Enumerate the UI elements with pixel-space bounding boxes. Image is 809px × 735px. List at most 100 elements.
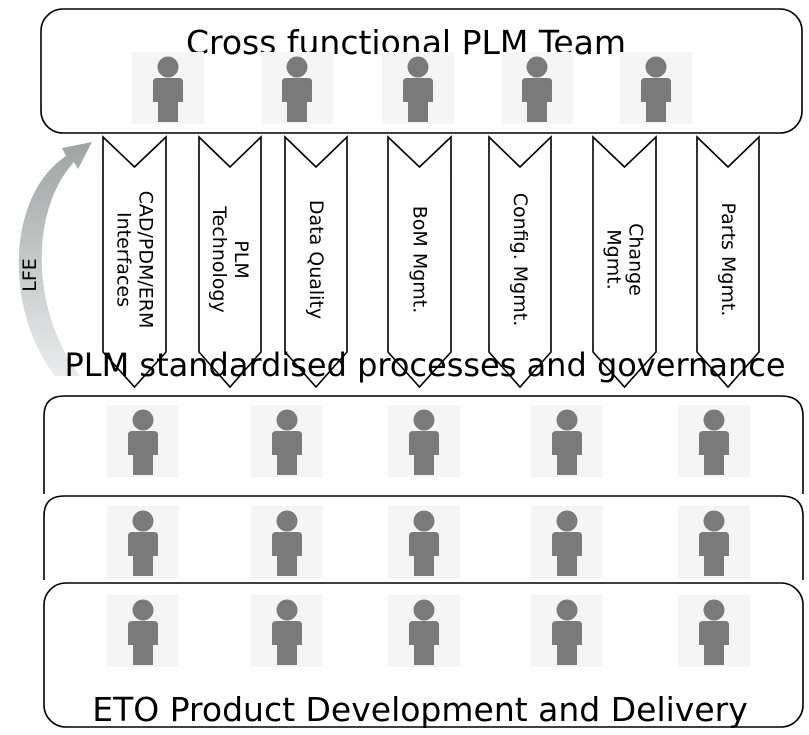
chevron-label: BoM Mgmt. <box>409 206 431 314</box>
person-body <box>409 532 439 576</box>
person-icon <box>382 52 454 124</box>
process-chevron: PLMTechnology <box>198 135 262 389</box>
process-chevron: CAD/PDM/ERMInterfaces <box>102 135 167 389</box>
chevron-label: PLMTechnology <box>208 205 252 312</box>
chevron-group: CAD/PDM/ERMInterfaces PLMTechnology Data Q… <box>102 135 760 389</box>
team-row-people-3 <box>107 595 750 667</box>
chevron-label-line: BoM Mgmt. <box>409 206 431 314</box>
person-icon <box>388 506 460 578</box>
person-head <box>526 56 548 78</box>
person-icon <box>531 506 603 578</box>
person-head <box>132 409 154 431</box>
process-chevron: Parts Mgmt. <box>696 135 760 389</box>
person-body <box>699 431 729 475</box>
person-icon <box>251 506 323 578</box>
process-chevron: Config. Mgmt. <box>488 135 552 389</box>
chevron-label-line: PLM <box>230 240 252 278</box>
chevron-shape <box>284 135 348 389</box>
person-head <box>556 409 578 431</box>
team-row-people-2 <box>107 506 750 578</box>
person-head <box>703 599 725 621</box>
person-icon <box>107 506 179 578</box>
chevron-shape <box>387 135 452 389</box>
person-head <box>286 56 308 78</box>
chevron-label: Config. Mgmt. <box>509 193 531 327</box>
person-body <box>282 78 312 122</box>
person-icon <box>388 405 460 477</box>
lfe-arrow-body <box>18 142 93 376</box>
person-icon <box>107 405 179 477</box>
lfe-curved-arrow: LFE <box>18 142 93 376</box>
person-icon <box>531 595 603 667</box>
person-icon <box>132 52 204 124</box>
cross-functional-team-box: Cross functional PLM Team <box>40 8 803 134</box>
person-icon <box>251 595 323 667</box>
person-body <box>128 532 158 576</box>
person-body <box>272 431 302 475</box>
team-row-people-1 <box>107 405 750 477</box>
person-body <box>552 532 582 576</box>
person-head <box>407 56 429 78</box>
person-body <box>641 78 671 122</box>
person-head <box>276 510 298 532</box>
person-body <box>403 78 433 122</box>
person-body <box>153 78 183 122</box>
chevron-shape <box>198 135 262 389</box>
person-head <box>556 510 578 532</box>
person-body <box>552 431 582 475</box>
person-head <box>132 599 154 621</box>
chevron-shape <box>592 135 657 389</box>
person-head <box>703 409 725 431</box>
person-icon <box>107 595 179 667</box>
person-icon <box>388 595 460 667</box>
person-head <box>703 510 725 532</box>
person-icon <box>261 52 333 124</box>
chevron-shape <box>102 135 167 389</box>
person-body <box>272 532 302 576</box>
chevron-label-line: Technology <box>208 205 230 312</box>
chevron-label-line: Config. Mgmt. <box>509 193 531 327</box>
lfe-label: LFE <box>19 258 41 292</box>
chevron-label-line: Mgmt. <box>603 229 625 289</box>
person-icon <box>678 506 750 578</box>
chevron-label: ChangeMgmt. <box>603 223 647 296</box>
person-body <box>699 532 729 576</box>
person-body <box>552 621 582 665</box>
process-chevron: BoM Mgmt. <box>387 135 452 389</box>
person-head <box>556 599 578 621</box>
person-head <box>132 510 154 532</box>
person-body <box>272 621 302 665</box>
process-chevron: Data Quality <box>284 135 348 389</box>
chevron-label-line: Change <box>625 223 647 296</box>
person-body <box>128 621 158 665</box>
person-body <box>409 431 439 475</box>
person-head <box>276 409 298 431</box>
delivery-team-rows: ETO Product Development and Delivery <box>43 395 804 729</box>
governance-label: PLM standardised processes and governanc… <box>64 346 785 384</box>
person-head <box>157 56 179 78</box>
person-body <box>409 621 439 665</box>
chevron-label-line: Parts Mgmt. <box>717 203 739 317</box>
chevron-label-line: Data Quality <box>305 200 327 319</box>
person-icon <box>678 405 750 477</box>
chevron-shape <box>696 135 760 389</box>
chevron-label: Data Quality <box>305 200 327 319</box>
person-head <box>645 56 667 78</box>
person-icon <box>501 52 573 124</box>
person-body <box>699 621 729 665</box>
person-head <box>413 409 435 431</box>
person-body <box>128 431 158 475</box>
person-body <box>522 78 552 122</box>
person-icon <box>620 52 692 124</box>
top-team-people <box>132 52 692 124</box>
eto-delivery-label: ETO Product Development and Delivery <box>92 690 747 729</box>
chevron-shape <box>488 135 552 389</box>
person-icon <box>531 405 603 477</box>
chevron-label-line: Interfaces <box>113 212 135 307</box>
person-head <box>413 510 435 532</box>
person-head <box>413 599 435 621</box>
chevron-label: Parts Mgmt. <box>717 203 739 317</box>
person-icon <box>678 595 750 667</box>
process-chevron: ChangeMgmt. <box>592 135 657 389</box>
